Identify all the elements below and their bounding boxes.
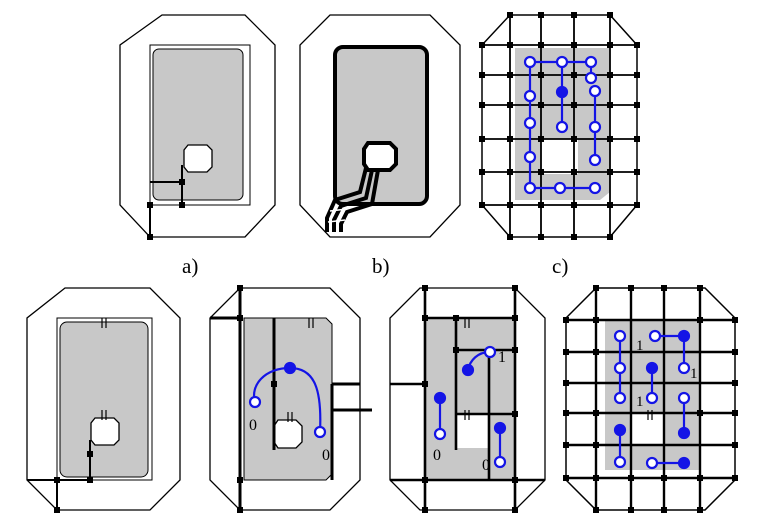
panel-e-hole <box>273 419 303 449</box>
panel-c <box>479 12 640 240</box>
panel-e-node <box>248 395 262 409</box>
panel-g-dual-paths <box>613 329 691 470</box>
panel-label-b: b) <box>372 254 390 278</box>
panel-e-node-filled <box>283 361 297 375</box>
panel-g-node <box>645 456 659 470</box>
panel-c-node <box>523 150 537 164</box>
panel-b-channel-1 <box>325 167 368 232</box>
panel-f-node-filled <box>433 391 447 405</box>
panel-e: 0 0 <box>209 285 372 513</box>
panel-f-node <box>493 455 507 469</box>
panel-c-node <box>555 120 569 134</box>
panel-f-edge-label-bottom: 0 <box>482 457 490 474</box>
panel-a-inner-boundary <box>149 44 251 206</box>
panel-g-node <box>648 329 662 343</box>
panel-g-node <box>645 391 659 405</box>
panel-d-tick-marks <box>101 318 107 420</box>
panel-c-node <box>553 181 567 195</box>
panel-c-node <box>584 71 598 85</box>
panel-d-vertices <box>54 451 93 513</box>
panel-g-node <box>677 361 691 375</box>
panel-d-hole <box>90 417 120 446</box>
panel-g-node-filled <box>677 329 691 343</box>
panel-f-edge-label-top: 1 <box>498 349 506 366</box>
panel-f-edge-label-left: 0 <box>433 447 441 464</box>
panel-d-inner-boundary <box>56 317 153 481</box>
panel-c-node <box>584 55 598 69</box>
panel-g-node <box>613 361 627 375</box>
panel-c-dual-paths <box>523 55 602 195</box>
panel-e-edge-label-right: 0 <box>322 447 330 464</box>
panel-d <box>26 287 181 513</box>
panel-g-edge-label-2: 1 <box>690 366 698 382</box>
panel-g: 1 1 1 <box>563 285 738 513</box>
panel-g-node-filled <box>677 456 691 470</box>
panel-f-node-filled <box>493 421 507 435</box>
panel-b-outer-boundary <box>299 14 461 238</box>
panel-label-a: a) <box>182 254 199 278</box>
panel-g-node <box>613 391 627 405</box>
panel-f-node <box>483 345 497 359</box>
panel-c-vertices <box>479 12 640 240</box>
panel-f: 1 0 0 <box>389 285 546 513</box>
panel-e-node <box>313 425 327 439</box>
panel-b-hole <box>362 141 398 172</box>
panel-a-hole <box>183 144 213 173</box>
panel-g-tick-marks <box>647 410 653 420</box>
panel-f-tick-marks <box>464 318 470 420</box>
panel-g-outer-boundary <box>565 287 736 511</box>
panel-b-channel-3 <box>339 169 380 232</box>
panel-e-vertices <box>237 285 277 513</box>
panel-g-edge-label-3: 1 <box>636 394 644 410</box>
panel-e-tick-marks <box>287 318 314 422</box>
panel-c-node <box>555 55 569 69</box>
panel-f-dual-paths <box>433 345 507 469</box>
panel-a-vertices <box>147 179 185 240</box>
panel-d-shaded-region <box>59 321 149 478</box>
panel-c-node <box>523 89 537 103</box>
panel-c-node <box>523 55 537 69</box>
panel-c-node <box>588 84 602 98</box>
panel-g-grid <box>566 288 735 510</box>
panel-c-grid <box>482 15 637 237</box>
panel-f-node <box>433 427 447 441</box>
panel-c-node-filled <box>555 85 569 99</box>
panel-g-node-filled <box>613 423 627 437</box>
panel-c-hole <box>541 139 578 174</box>
panel-c-node <box>588 153 602 167</box>
panel-g-node <box>677 391 691 405</box>
panel-c-node <box>523 116 537 130</box>
panel-a-shaded-region <box>152 48 244 201</box>
panel-b-channel-cut <box>327 208 348 223</box>
panel-c-node <box>588 120 602 134</box>
panel-d-outer-boundary <box>26 287 181 511</box>
panel-g-edge-label-1: 1 <box>636 338 644 354</box>
panel-e-outer-boundary <box>209 287 361 511</box>
panel-label-c: c) <box>552 254 569 278</box>
panel-g-node <box>613 329 627 343</box>
panel-b-shaded-region <box>333 45 429 206</box>
panel-b <box>299 14 461 238</box>
panel-c-node <box>588 181 602 195</box>
panel-g-node <box>613 455 627 469</box>
panel-a <box>119 14 276 240</box>
panel-c-node <box>523 181 537 195</box>
panel-a-outer-boundary <box>119 14 276 238</box>
panel-g-node-filled <box>677 426 691 440</box>
panel-g-vertices <box>563 285 738 513</box>
panel-f-vertices <box>422 285 518 513</box>
panel-e-dual-path <box>248 361 327 439</box>
panel-f-hole <box>456 414 489 448</box>
panel-b-channel-2 <box>332 169 374 232</box>
panel-e-edge-label-left: 0 <box>249 417 257 434</box>
panel-f-node-filled <box>461 363 475 377</box>
panel-g-node-filled <box>645 361 659 375</box>
